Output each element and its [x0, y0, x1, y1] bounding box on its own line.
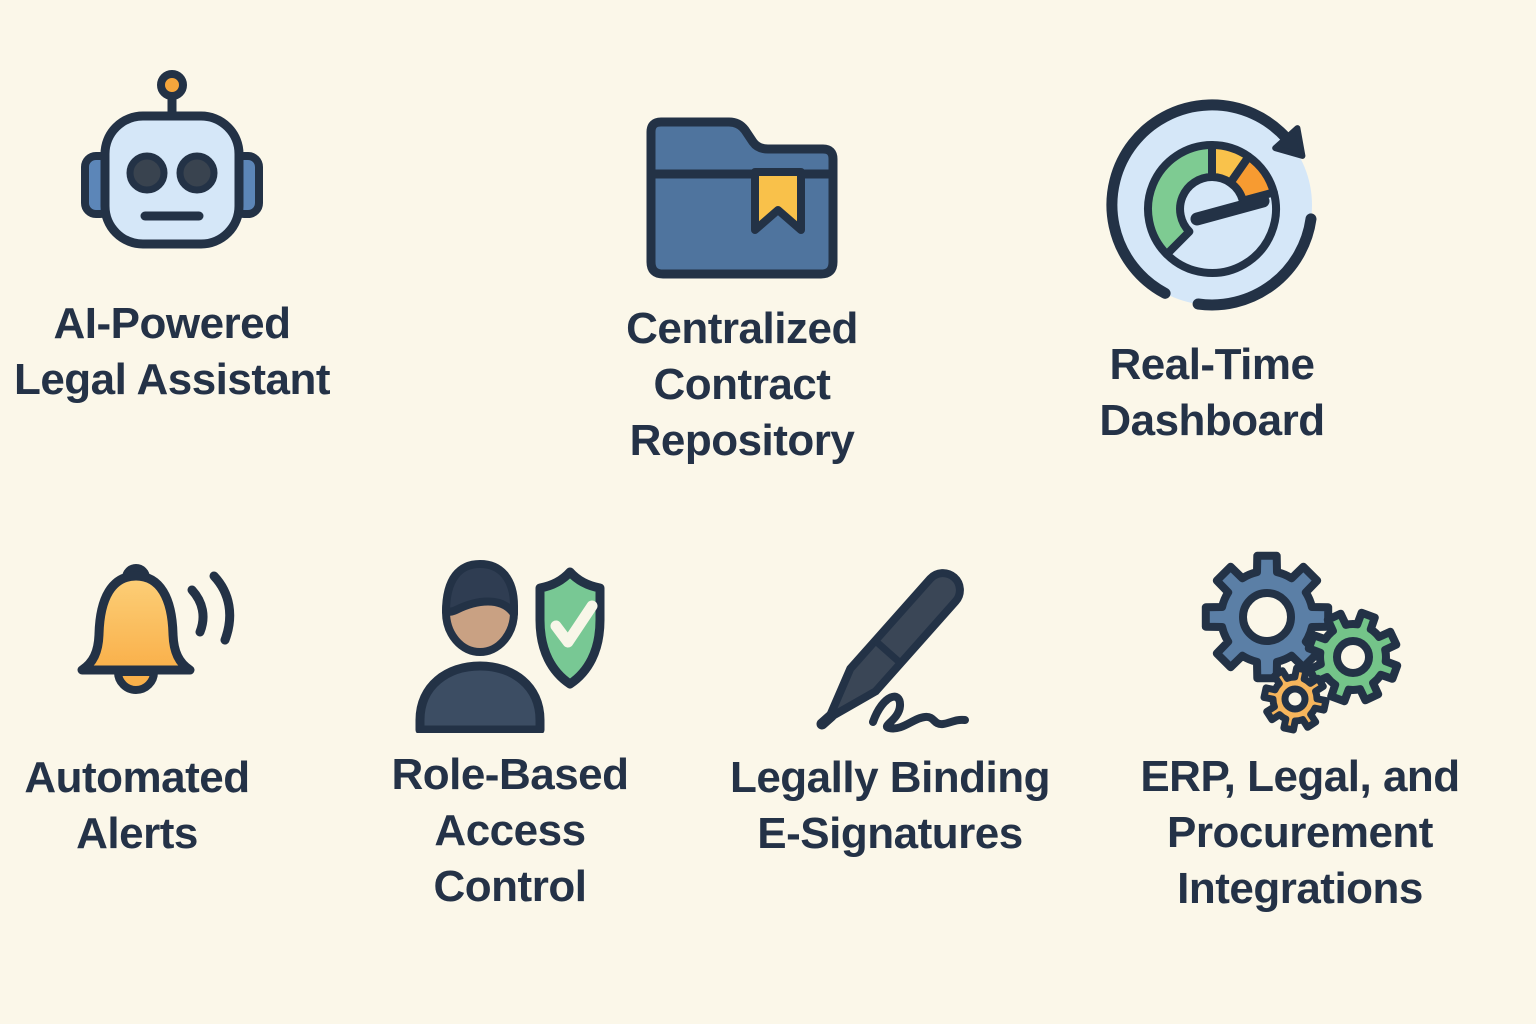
- feature-contract-repository: Centralized Contract Repository: [522, 82, 962, 469]
- feature-label: AI-Powered Legal Assistant: [13, 299, 331, 404]
- user-shield-icon: [415, 560, 605, 733]
- bell-icon: [77, 564, 235, 694]
- feature-erp-integrations: ERP, Legal, and Procurement Integrations: [1080, 545, 1520, 917]
- feature-label: Centralized Contract Repository: [626, 304, 858, 465]
- feature-esignatures: Legally Binding E-Signatures: [670, 552, 1110, 862]
- feature-label: Real-Time Dashboard: [1099, 340, 1325, 445]
- gauge-refresh-icon: [1105, 99, 1316, 311]
- pen-signature-icon: [816, 569, 969, 733]
- feature-ai-legal-assistant: AI-Powered Legal Assistant: [0, 68, 392, 408]
- feature-label: Role-Based Access Control: [391, 750, 629, 911]
- feature-automated-alerts: Automated Alerts: [0, 560, 357, 862]
- feature-label: Automated Alerts: [24, 753, 250, 858]
- feature-label: Legally Binding E-Signatures: [729, 753, 1051, 858]
- robot-icon: [81, 70, 263, 249]
- feature-role-based-access: Role-Based Access Control: [290, 548, 730, 915]
- feature-realtime-dashboard: Real-Time Dashboard: [992, 88, 1432, 449]
- gears-icon: [1201, 551, 1402, 734]
- feature-label: ERP, Legal, and Procurement Integrations: [1140, 752, 1460, 913]
- folder-bookmark-icon: [646, 117, 838, 279]
